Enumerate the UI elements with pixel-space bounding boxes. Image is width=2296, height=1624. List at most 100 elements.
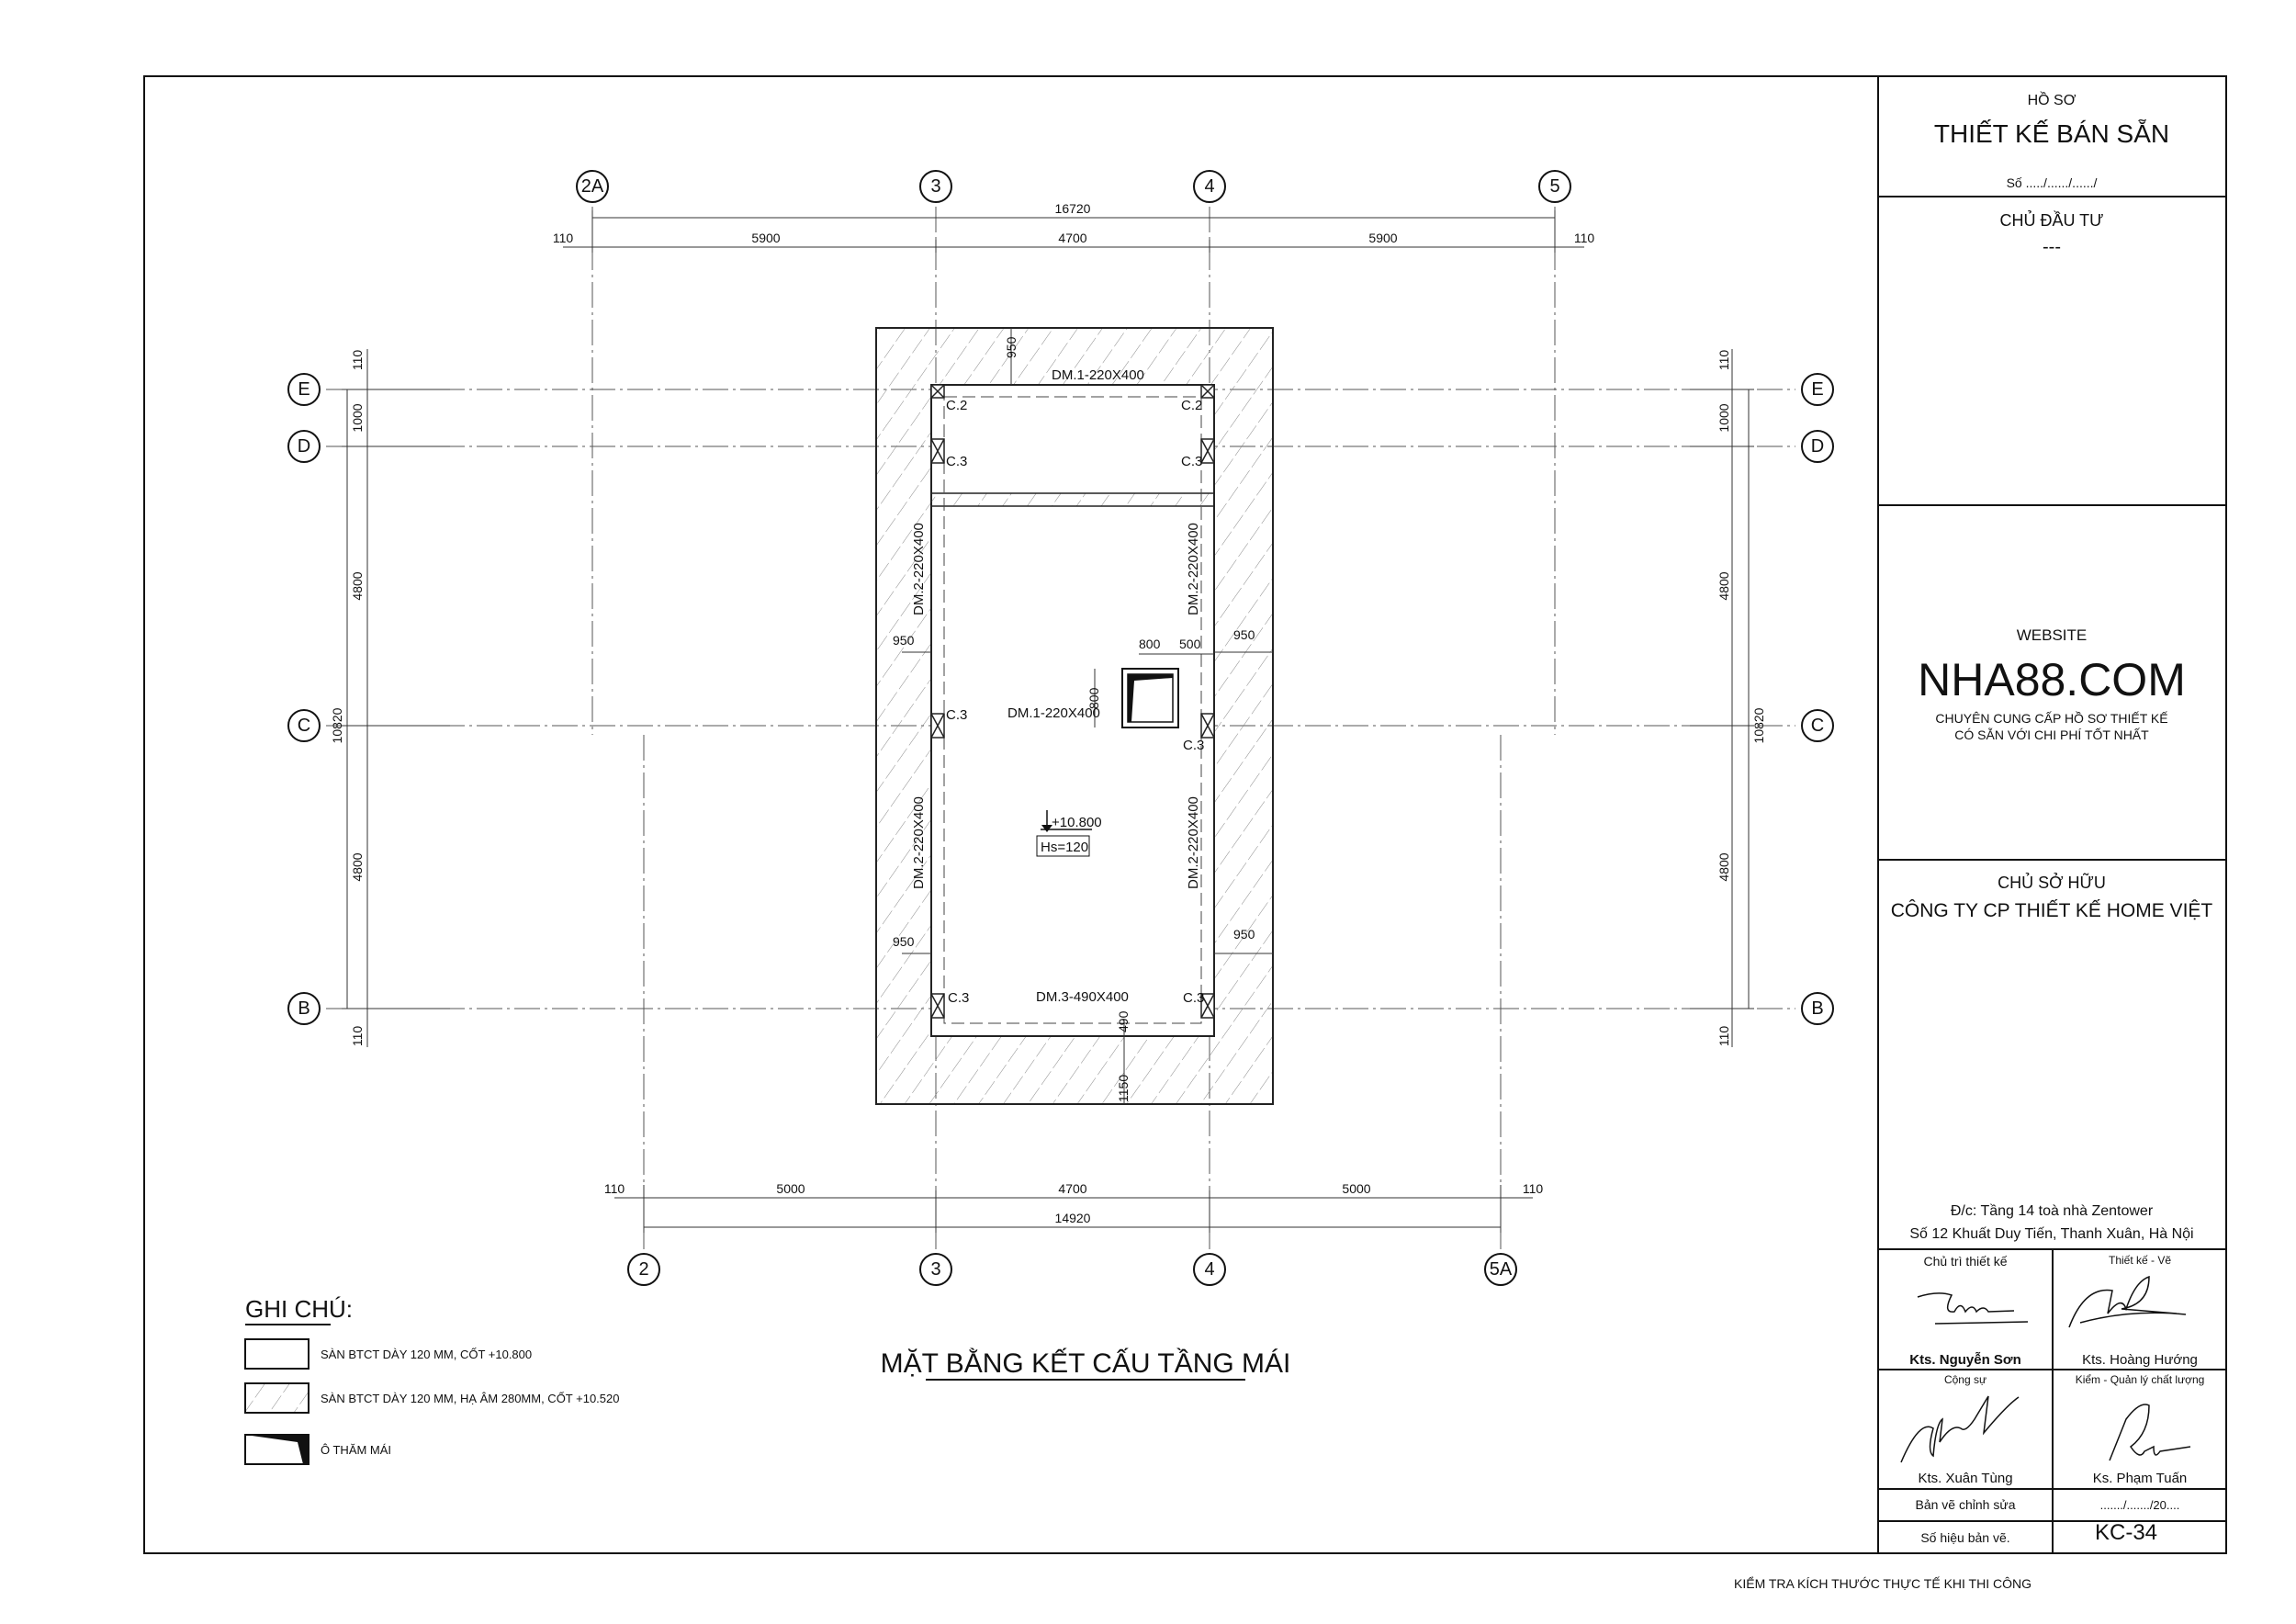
- legend-title: GHI CHÚ:: [245, 1295, 353, 1323]
- legend-swatch-hatched: [244, 1382, 310, 1414]
- dim-right-total: 10820: [1751, 707, 1766, 743]
- dim-bottom-seg: 110: [1523, 1181, 1544, 1196]
- beam-label-bottom: DM.3-490X400: [1036, 989, 1129, 1005]
- column-label: C.3: [1181, 454, 1202, 469]
- beam-label-left-a: DM.2-220X400: [911, 523, 927, 615]
- revision-label: Bản vẽ chỉnh sửa: [1916, 1497, 2016, 1512]
- svg-text:C: C: [1811, 716, 1824, 736]
- dim-top-seg: 5900: [1368, 231, 1397, 245]
- grid-bubble-right: D: [1801, 430, 1834, 463]
- column-label: C.3: [946, 707, 967, 723]
- footer-note: KIỂM TRA KÍCH THƯỚC THỰC TẾ KHI THI CÔNG: [1734, 1575, 2032, 1591]
- beam-label-middle: DM.1-220X400: [1007, 705, 1100, 721]
- dim-top-seg: 110: [553, 231, 574, 245]
- grid-bubble-right: C: [1801, 709, 1834, 742]
- drawing-number-label: Số hiệu bản vẽ.: [1920, 1530, 2009, 1545]
- project-title: THIẾT KẾ BÁN SẴN: [1934, 118, 2169, 148]
- dim-1150: 1150: [1116, 1075, 1131, 1102]
- dim-bottom-seg: 4700: [1058, 1181, 1086, 1196]
- column-label: C.3: [1183, 990, 1204, 1006]
- legend-swatch-plain: [244, 1338, 310, 1370]
- dim-left-seg: 1000: [350, 403, 365, 432]
- svg-text:5: 5: [1549, 176, 1559, 197]
- role-label: Chủ trì thiết kế: [1923, 1254, 2007, 1269]
- dim-top-seg: 110: [1574, 231, 1595, 245]
- grid-bubble-top: 3: [919, 170, 952, 203]
- beam-label-right-b: DM.2-220X400: [1186, 796, 1201, 889]
- dim-opening-height: 800: [1086, 687, 1101, 709]
- svg-text:E: E: [1811, 379, 1823, 400]
- svg-text:D: D: [298, 436, 310, 457]
- owner-name: CÔNG TY CP THIẾT KẾ HOME VIỆT: [1891, 900, 2213, 921]
- role-label: Thiết kế - Vẽ: [2109, 1254, 2171, 1267]
- grid-bubble-left: D: [287, 430, 321, 463]
- column-label: C.2: [946, 398, 967, 413]
- svg-text:C: C: [298, 716, 310, 736]
- title-block: HỒ SƠ THIẾT KẾ BÁN SẴN Số ...../....../.…: [1877, 76, 2226, 1553]
- dim-left-seg: 110: [350, 1026, 365, 1047]
- dim-bottom-total: 14920: [1055, 1211, 1091, 1225]
- svg-text:B: B: [1811, 998, 1823, 1019]
- signature-icon: [1900, 1275, 2191, 1463]
- svg-text:2: 2: [638, 1259, 648, 1280]
- column-label: C.2: [1181, 398, 1202, 413]
- role-label: Kiểm - Quản lý chất lượng: [2076, 1373, 2205, 1386]
- legend-item: SÀN BTCT DÀY 120 MM, CỐT +10.800: [321, 1348, 532, 1361]
- grid-bubble-left: E: [287, 373, 321, 406]
- dim-left-seg: 110: [350, 350, 365, 371]
- website-label: WEBSITE: [2017, 626, 2088, 644]
- grid-bubble-top: 5: [1538, 170, 1571, 203]
- dim-950-left-b: 950: [893, 934, 915, 949]
- column-label: C.3: [1183, 738, 1204, 753]
- person-name: Ks. Phạm Tuấn: [2093, 1471, 2188, 1486]
- column-label: C.3: [948, 990, 969, 1006]
- dim-right-seg: 110: [1716, 1026, 1731, 1047]
- level-marker: +10.800 Hs=120: [1036, 810, 1102, 857]
- dim-490: 490: [1116, 1010, 1131, 1032]
- investor-value: ---: [2043, 237, 2061, 257]
- beam-label-right-a: DM.2-220X400: [1186, 523, 1201, 615]
- investor-label: CHỦ ĐẦU TƯ: [1999, 210, 2103, 230]
- ho-so-label: HỒ SƠ: [2028, 91, 2077, 108]
- beam-label-top: DM.1-220X400: [1052, 367, 1144, 383]
- slab-thickness-label: Hs=120: [1041, 840, 1088, 855]
- dim-left-total: 10820: [330, 707, 344, 743]
- drawing-number: KC-34: [2095, 1520, 2157, 1545]
- dim-950-right-a: 950: [1233, 627, 1255, 642]
- dim-right-seg: 1000: [1716, 403, 1731, 432]
- dimensions: 16720 110 5900 4700 5900 110 110 5000 47…: [330, 201, 1766, 1233]
- svg-text:4: 4: [1204, 1259, 1214, 1280]
- grid-bubble-bottom: 2: [627, 1253, 660, 1286]
- tagline-1: CHUYÊN CUNG CẤP HỒ SƠ THIẾT KẾ: [1935, 710, 2167, 726]
- svg-text:5A: 5A: [1490, 1259, 1513, 1280]
- dim-top-seg: 5900: [751, 231, 780, 245]
- address-line-2: Số 12 Khuất Duy Tiến, Thanh Xuân, Hà Nội: [1909, 1226, 2193, 1242]
- svg-text:3: 3: [930, 176, 940, 197]
- owner-label: CHỦ SỞ HỮU: [1998, 873, 2106, 892]
- columns: [930, 384, 1215, 1019]
- revision-date: ......./......./20....: [2100, 1498, 2180, 1512]
- roof-access-opening: [1121, 668, 1179, 728]
- legend-item: Ô THĂM MÁI: [321, 1443, 391, 1457]
- dim-right-seg: 110: [1716, 350, 1731, 371]
- dim-opening-width: 800: [1139, 637, 1161, 651]
- dim-top-total: 16720: [1055, 201, 1091, 216]
- slab-step-strip: [930, 492, 1215, 507]
- dim-top-seg: 4700: [1058, 231, 1086, 245]
- drawing-title: MẶT BẰNG KẾT CẤU TẦNG MÁI: [881, 1348, 1291, 1379]
- dim-bottom-seg: 5000: [776, 1181, 805, 1196]
- dim-950-top: 950: [1004, 336, 1019, 358]
- grid-bubble-left: B: [287, 992, 321, 1025]
- website-url: NHA88.COM: [1918, 654, 2186, 705]
- dim-bottom-seg: 110: [604, 1181, 625, 1196]
- tagline-2: CÓ SẴN VỚI CHI PHÍ TỐT NHẤT: [1954, 727, 2149, 742]
- grid-bubble-top: 4: [1193, 170, 1226, 203]
- dim-bottom-seg: 5000: [1342, 1181, 1370, 1196]
- grid-bubbles: 2A 3 4 5 2 3 4 5A E D C B E D C B: [287, 170, 1834, 1286]
- person-name: Kts. Xuân Tùng: [1918, 1471, 2012, 1486]
- dim-right-seg: 4800: [1716, 571, 1731, 600]
- svg-text:3: 3: [930, 1259, 940, 1280]
- dim-950-left-a: 950: [893, 633, 915, 648]
- svg-text:2A: 2A: [581, 176, 604, 197]
